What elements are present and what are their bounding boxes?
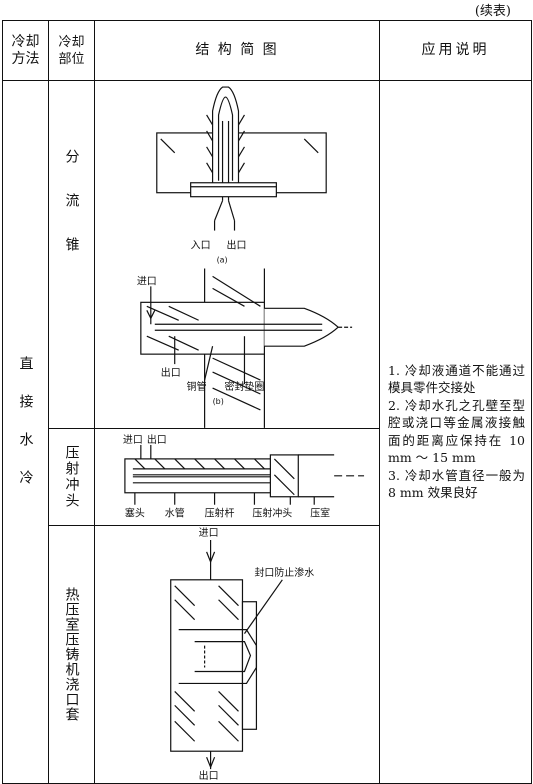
punch-inlet-label: 进口 bbox=[123, 434, 143, 446]
part-split-cone: 分流锥 bbox=[48, 80, 95, 429]
row-split-cone: 直接水冷 分流锥 bbox=[2, 80, 532, 784]
method-cell: 直接水冷 bbox=[2, 80, 49, 784]
punch-plug-label: 塞头 bbox=[125, 507, 145, 520]
sprue-figure: 进口 封口防止渗水 出口 bbox=[170, 527, 314, 782]
sprue-inlet-label: 进口 bbox=[199, 527, 219, 539]
punch-head-label: 压射冲头 bbox=[252, 507, 292, 520]
note-1: 1. 冷却液通道不能通过模具零件交接处 bbox=[388, 362, 525, 396]
row-sprue: 热压室压铸机浇口套 bbox=[3, 524, 532, 784]
header-part: 冷却部位 bbox=[48, 20, 95, 81]
fig-a-inlet-label: 入口 bbox=[191, 241, 211, 252]
fig-b-caption: (b) bbox=[213, 397, 224, 406]
fig-a-drawing bbox=[156, 86, 327, 231]
header-structure: 结 构 简 图 bbox=[94, 20, 380, 81]
method-label: 直接水冷 bbox=[17, 355, 34, 508]
punch-drawing bbox=[124, 444, 365, 505]
continued-label: (续表) bbox=[474, 4, 511, 19]
punch-figure: 进口 出口 塞头 水管 压射杆 压射冲头 压室 bbox=[123, 433, 365, 520]
diagram-split-cone: 入口 出口 (a) bbox=[94, 80, 380, 429]
diagram-sprue: 进口 封口防止渗水 出口 bbox=[94, 524, 380, 784]
cooling-table: 冷却方法 冷却部位 结 构 简 图 应用说明 直接水冷 分流锥 bbox=[2, 20, 532, 784]
punch-rod-label: 压射杆 bbox=[205, 508, 235, 520]
part-punch: 压射冲头 bbox=[48, 428, 95, 526]
fig-a-outlet-label: 出口 bbox=[227, 239, 247, 252]
punch-chamber-label: 压室 bbox=[310, 507, 330, 520]
fig-b-inlet-label: 进口 bbox=[137, 275, 157, 287]
fig-b-drawing bbox=[140, 268, 353, 428]
note-3: 3. 冷却水管直径一般为 8 mm 效果良好 bbox=[388, 467, 525, 501]
diagram-punch: 进口 出口 塞头 水管 压射杆 压射冲头 压室 bbox=[94, 428, 380, 526]
fig-b-outlet-label: 出口 bbox=[161, 366, 181, 379]
split-cone-figure: 入口 出口 (a) bbox=[137, 86, 353, 428]
header-method: 冷却方法 bbox=[2, 20, 49, 81]
fig-b-copper-pipe-label: 铜管 bbox=[187, 380, 207, 393]
fig-b-seal-label: 密封垫圈 bbox=[225, 380, 265, 393]
notes-cell: 1. 冷却液通道不能通过模具零件交接处 2. 冷却水孔之孔壁至型腔或浇口等金属液… bbox=[379, 80, 532, 784]
note-2: 2. 冷却水孔之孔壁至型腔或浇口等金属液接触面的距离应保持在 10 mm ～ 1… bbox=[388, 397, 525, 466]
punch-outlet-label: 出口 bbox=[147, 433, 167, 446]
sprue-seal-note-label: 封口防止渗水 bbox=[254, 565, 314, 578]
header-row: 冷却方法 冷却部位 结 构 简 图 应用说明 bbox=[2, 20, 532, 81]
part-sprue: 热压室压铸机浇口套 bbox=[48, 524, 95, 784]
fig-a-caption: (a) bbox=[217, 255, 228, 264]
sprue-outlet-label: 出口 bbox=[199, 769, 219, 782]
header-note: 应用说明 bbox=[379, 20, 532, 81]
punch-water-pipe-label: 水管 bbox=[165, 507, 185, 520]
sprue-drawing bbox=[170, 539, 283, 769]
